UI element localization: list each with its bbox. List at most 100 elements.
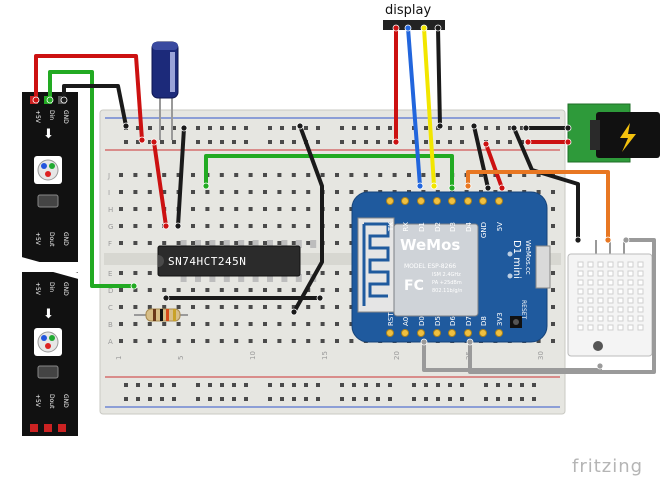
bb-hole — [520, 126, 524, 130]
bb-hole — [551, 288, 555, 292]
wire-end — [434, 24, 442, 32]
bb-hole — [496, 397, 500, 401]
sensor-vent — [597, 297, 604, 304]
row-letter: B — [108, 321, 113, 329]
wire — [204, 154, 454, 190]
bb-hole — [340, 397, 344, 401]
chip-pin — [295, 274, 302, 282]
wire-end — [604, 236, 612, 244]
bb-hole — [263, 339, 267, 343]
wire-end — [202, 182, 210, 190]
board-pin — [386, 197, 394, 205]
bb-hole — [196, 126, 200, 130]
bb-hole — [147, 207, 152, 211]
board-pin — [417, 329, 425, 337]
bb-hole — [124, 383, 128, 387]
wire-end — [174, 222, 182, 230]
wire-end — [498, 184, 506, 192]
bb-hole — [291, 305, 296, 309]
bb-hole — [232, 397, 236, 401]
sensor-vent — [597, 315, 604, 322]
bb-hole — [320, 288, 325, 292]
capacitor — [151, 41, 179, 140]
wire — [466, 170, 610, 242]
bb-hole — [304, 383, 308, 387]
bb-hole — [263, 288, 267, 292]
sensor-vent — [577, 315, 584, 322]
bb-hole — [376, 397, 380, 401]
bb-hole — [191, 190, 195, 194]
bb-hole — [349, 173, 354, 177]
bb-hole — [508, 140, 512, 144]
bb-hole — [147, 322, 152, 326]
sensor-vent — [577, 324, 584, 331]
row-letter: J — [107, 172, 110, 180]
bb-hole — [133, 305, 138, 309]
strip-pad — [30, 424, 38, 432]
sensor-vent — [607, 261, 614, 268]
col-number: 10 — [249, 351, 257, 360]
bb-hole — [376, 140, 380, 144]
bb-hole — [304, 126, 308, 130]
bb-hole — [162, 305, 167, 309]
board-model-brand: WeMos.cc — [524, 240, 532, 275]
sensor-vent — [627, 288, 634, 295]
bb-hole — [349, 190, 354, 194]
bb-hole — [263, 241, 267, 245]
wire — [468, 238, 656, 374]
bb-hole — [208, 397, 212, 401]
wire-end — [574, 236, 582, 244]
bb-hole — [124, 397, 128, 401]
bb-hole — [136, 140, 140, 144]
sensor-vent — [627, 279, 634, 286]
col-number: 30 — [537, 351, 545, 360]
sensor-vent — [627, 297, 634, 304]
row-letter: C — [108, 304, 113, 312]
bb-hole — [340, 140, 344, 144]
wire-end — [316, 294, 324, 302]
wire-end — [162, 222, 170, 230]
bb-hole — [268, 383, 272, 387]
bb-hole — [496, 140, 500, 144]
bb-hole — [147, 339, 152, 343]
sensor-vent — [587, 324, 594, 331]
wire-end — [430, 182, 438, 190]
bb-hole — [448, 126, 452, 130]
sensor-vent — [627, 261, 634, 268]
board-info: ISM 2.4GHz — [432, 272, 461, 278]
bb-hole — [551, 190, 555, 194]
fritzing-watermark: fritzing — [572, 456, 643, 477]
bb-hole — [136, 397, 140, 401]
bb-hole — [248, 224, 253, 228]
sensor-vent — [607, 324, 614, 331]
bb-hole — [316, 140, 320, 144]
board-pin — [433, 197, 441, 205]
bb-hole — [335, 173, 339, 177]
wire-end — [32, 96, 40, 104]
sensor-vent — [627, 306, 634, 313]
bb-hole — [162, 339, 167, 343]
bb-hole — [277, 305, 282, 309]
chip-pin — [195, 240, 201, 248]
bb-hole — [424, 383, 428, 387]
bb-hole — [176, 173, 181, 177]
bb-hole — [436, 397, 440, 401]
board-reset-label: RESET — [520, 300, 527, 320]
bb-hole — [119, 190, 123, 194]
resistor-smd-icon — [37, 194, 59, 208]
wire-end — [464, 182, 472, 190]
bb-hole — [277, 322, 282, 326]
bb-hole — [306, 207, 311, 211]
bb-hole — [162, 173, 167, 177]
sensor-vent — [587, 288, 594, 295]
wire-end — [150, 138, 158, 146]
bb-hole — [172, 126, 176, 130]
wire-end — [130, 282, 138, 290]
chip-pin — [238, 274, 245, 282]
chip-pin — [310, 240, 317, 248]
bb-hole — [119, 339, 123, 343]
sensor-vent — [597, 261, 604, 268]
bb-hole — [248, 305, 253, 309]
sensor-vent — [637, 270, 644, 277]
sensor-vent — [577, 306, 584, 313]
